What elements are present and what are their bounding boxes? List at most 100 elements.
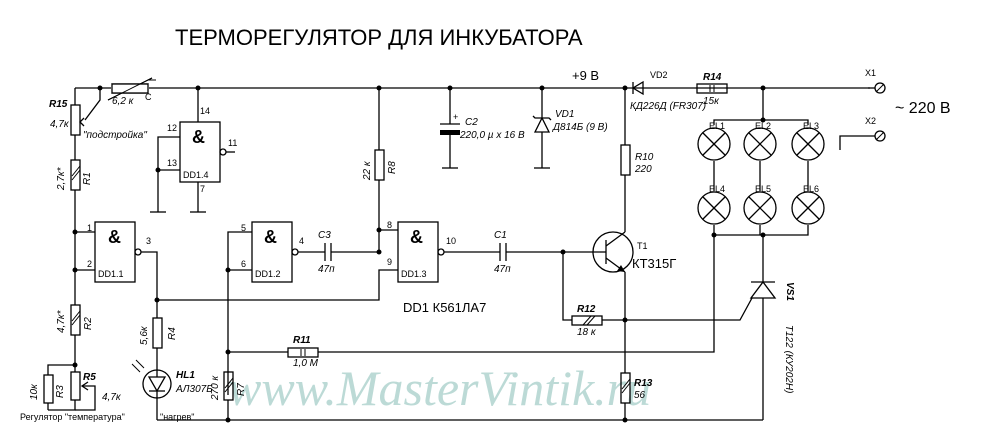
svg-text:&: & <box>108 227 121 247</box>
svg-text:X2: X2 <box>865 116 876 126</box>
gate-dd1-2: & DD1.2 5 6 4 <box>241 221 304 283</box>
lamp-el2: EL2 <box>743 121 777 161</box>
svg-text:R14: R14 <box>703 72 722 83</box>
capacitor-c2: + C2 220,0 µ х 16 В <box>440 85 525 169</box>
lamp-el6: EL6 <box>791 184 825 225</box>
svg-text:4,7к: 4,7к <box>102 392 122 403</box>
svg-text:R11: R11 <box>293 335 311 346</box>
svg-text:R8: R8 <box>387 161 398 174</box>
svg-text:4,7к*: 4,7к* <box>56 309 67 333</box>
gate-dd1-4: & DD1.4 11 12 13 14 7 <box>167 106 237 194</box>
svg-text:EL3: EL3 <box>803 121 819 131</box>
svg-text:R7: R7 <box>236 383 247 396</box>
svg-text:X1: X1 <box>865 68 876 78</box>
regulator-temp-label: Регулятор "температура" <box>20 412 125 422</box>
svg-text:Т122 (КУ202Н): Т122 (КУ202Н) <box>783 325 794 393</box>
diode-vd2: VD2 КД226Д (FR307) <box>622 70 706 112</box>
svg-text:C3: C3 <box>318 230 331 241</box>
svg-text:1,0 М: 1,0 М <box>293 358 319 369</box>
resistor-r15: R15 4,7к "подстройка" <box>49 88 147 155</box>
svg-text:5: 5 <box>241 223 246 233</box>
resistor-r5: R5 4,7к <box>48 365 122 411</box>
svg-text:+: + <box>453 112 458 122</box>
zener-vd1: VD1 Д814Б (9 В) <box>532 85 608 169</box>
resistor-r11: R11 1,0 М <box>228 235 715 369</box>
svg-text:14: 14 <box>200 106 210 116</box>
capacitor-c1: C1 47п <box>444 230 600 275</box>
svg-text:&: & <box>264 227 277 247</box>
svg-text:47п: 47п <box>318 264 335 275</box>
resistor-r7: 270 к R7 <box>210 371 247 420</box>
svg-text:220: 220 <box>634 164 652 175</box>
svg-text:R1: R1 <box>82 172 93 185</box>
svg-text:5,6к: 5,6к <box>139 325 150 345</box>
svg-text:VS1: VS1 <box>784 282 795 301</box>
transistor-t1: Т1 КТ315Г <box>592 231 676 273</box>
heat-label: "нагрев" <box>160 412 194 422</box>
svg-text:R10: R10 <box>635 152 654 163</box>
svg-text:6: 6 <box>241 259 246 269</box>
led-hl1: HL1 АЛ307Б <box>131 359 213 420</box>
svg-text:VD1: VD1 <box>555 109 574 120</box>
svg-text:EL6: EL6 <box>803 184 819 194</box>
svg-text:2: 2 <box>87 259 92 269</box>
mains-label: ~ 220 В <box>895 100 951 117</box>
lamp-bank <box>713 88 809 238</box>
resistor-r3: 10к R3 <box>29 364 75 410</box>
svg-text:DD1.3: DD1.3 <box>401 269 427 279</box>
gate-dd1-1: & DD1.1 1 2 3 <box>87 221 151 283</box>
resistor-r8: 22 к R8 <box>362 85 398 252</box>
svg-text:EL4: EL4 <box>709 184 725 194</box>
svg-text:КД226Д (FR307): КД226Д (FR307) <box>630 101 706 112</box>
svg-text:R2: R2 <box>83 317 94 330</box>
svg-text:DD1.1: DD1.1 <box>98 269 124 279</box>
thyristor-vs1: VS1 Т122 (КУ202Н) <box>625 235 795 420</box>
svg-text:15к: 15к <box>703 96 720 107</box>
svg-text:18 к: 18 к <box>577 327 597 338</box>
svg-text:4: 4 <box>299 236 304 246</box>
svg-text:7: 7 <box>200 184 205 194</box>
svg-text:10к: 10к <box>29 383 40 400</box>
page-title: ТЕРМОРЕГУЛЯТОР ДЛЯ ИНКУБАТОРА <box>175 25 583 50</box>
svg-text:VD2: VD2 <box>650 70 668 80</box>
chip-label: DD1 К561ЛА7 <box>403 300 486 315</box>
resistor-r13: R13 56 <box>620 372 653 420</box>
svg-text:R13: R13 <box>634 378 653 389</box>
watermark: www.MasterVintik.ru <box>228 360 651 416</box>
resistor-r12: R12 18 к <box>562 252 625 338</box>
svg-text:11: 11 <box>228 138 237 148</box>
gate-dd1-3: & DD1.3 8 9 10 <box>387 220 456 283</box>
svg-text:56: 56 <box>634 390 646 401</box>
svg-text:R5: R5 <box>83 372 96 383</box>
svg-text:С: С <box>145 92 152 102</box>
svg-text:C1: C1 <box>494 230 507 241</box>
svg-text:12: 12 <box>167 123 177 133</box>
svg-text:3: 3 <box>146 236 151 246</box>
svg-text:DD1.2: DD1.2 <box>255 269 281 279</box>
resistor-r10: R10 220 <box>620 88 654 230</box>
svg-text:R12: R12 <box>577 304 596 315</box>
supply-label: +9 В <box>572 68 599 83</box>
svg-text:&: & <box>192 127 205 147</box>
svg-text:4,7к: 4,7к <box>50 119 70 130</box>
svg-text:Т1: Т1 <box>637 241 648 251</box>
svg-text:R4: R4 <box>167 327 178 340</box>
svg-text:9: 9 <box>387 257 392 267</box>
resistor-r14: R14 15к <box>696 72 728 107</box>
svg-text:АЛ307Б: АЛ307Б <box>175 384 213 395</box>
terminal-x1: X1 <box>865 68 886 94</box>
svg-text:47п: 47п <box>494 264 511 275</box>
svg-text:8: 8 <box>387 220 392 230</box>
svg-text:"подстройка": "подстройка" <box>83 130 147 141</box>
terminal-x2: X2 <box>839 116 886 150</box>
lamp-el3: EL3 <box>791 121 825 161</box>
svg-text:EL1: EL1 <box>709 121 725 131</box>
capacitor-c3: C3 47п <box>298 230 379 275</box>
svg-text:22 к: 22 к <box>362 160 373 181</box>
resistor-r2: 4,7к* R2 <box>56 304 94 336</box>
svg-text:&: & <box>410 227 423 247</box>
lamp-el1: EL1 <box>697 121 731 161</box>
svg-text:6,2 к: 6,2 к <box>112 96 135 107</box>
lamp-el4: EL4 <box>697 184 731 225</box>
